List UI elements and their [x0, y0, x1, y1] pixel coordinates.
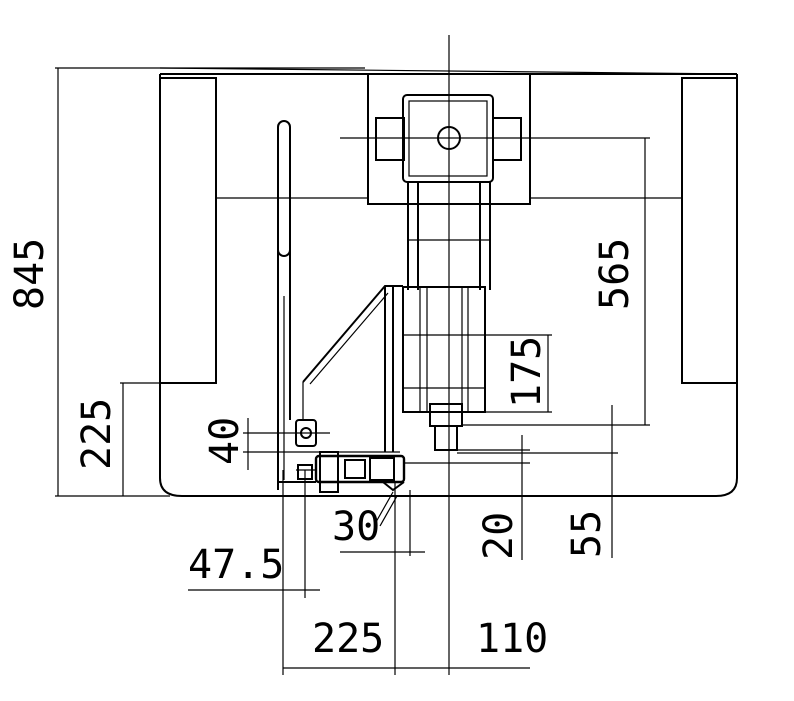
- lever-rod: [277, 120, 291, 490]
- label-47-5: 47.5: [188, 542, 284, 588]
- left-inner-wall: [160, 77, 217, 384]
- right-inner-wall: [681, 77, 737, 384]
- motor-body: [402, 286, 552, 451]
- dimension-845: 845: [7, 67, 365, 497]
- dimension-40: 40: [202, 417, 249, 470]
- label-565: 565: [592, 238, 638, 310]
- label-225-bottom: 225: [312, 616, 384, 662]
- dimension-175: 175: [485, 335, 552, 413]
- label-55: 55: [564, 510, 610, 558]
- label-225-vertical: 225: [74, 398, 120, 470]
- dimension-bottom-span: 225 110: [282, 470, 548, 675]
- label-40: 40: [202, 417, 248, 465]
- dimension-30: 30: [332, 491, 398, 550]
- clamp-assembly: [243, 419, 530, 493]
- label-20: 20: [476, 512, 522, 560]
- label-30: 30: [332, 504, 380, 550]
- dimension-225-vertical: 225: [74, 382, 216, 496]
- dimension-20: 20: [457, 435, 530, 560]
- support-bracket: [302, 285, 403, 452]
- label-110: 110: [476, 616, 548, 662]
- motor-column: [407, 182, 491, 290]
- dimension-565: 565: [462, 138, 650, 426]
- label-175: 175: [504, 336, 550, 408]
- label-845: 845: [7, 238, 53, 310]
- dimension-55: 55: [457, 405, 618, 558]
- top-bearing-block: [340, 73, 650, 205]
- dimension-47-5: 47.5: [188, 470, 320, 598]
